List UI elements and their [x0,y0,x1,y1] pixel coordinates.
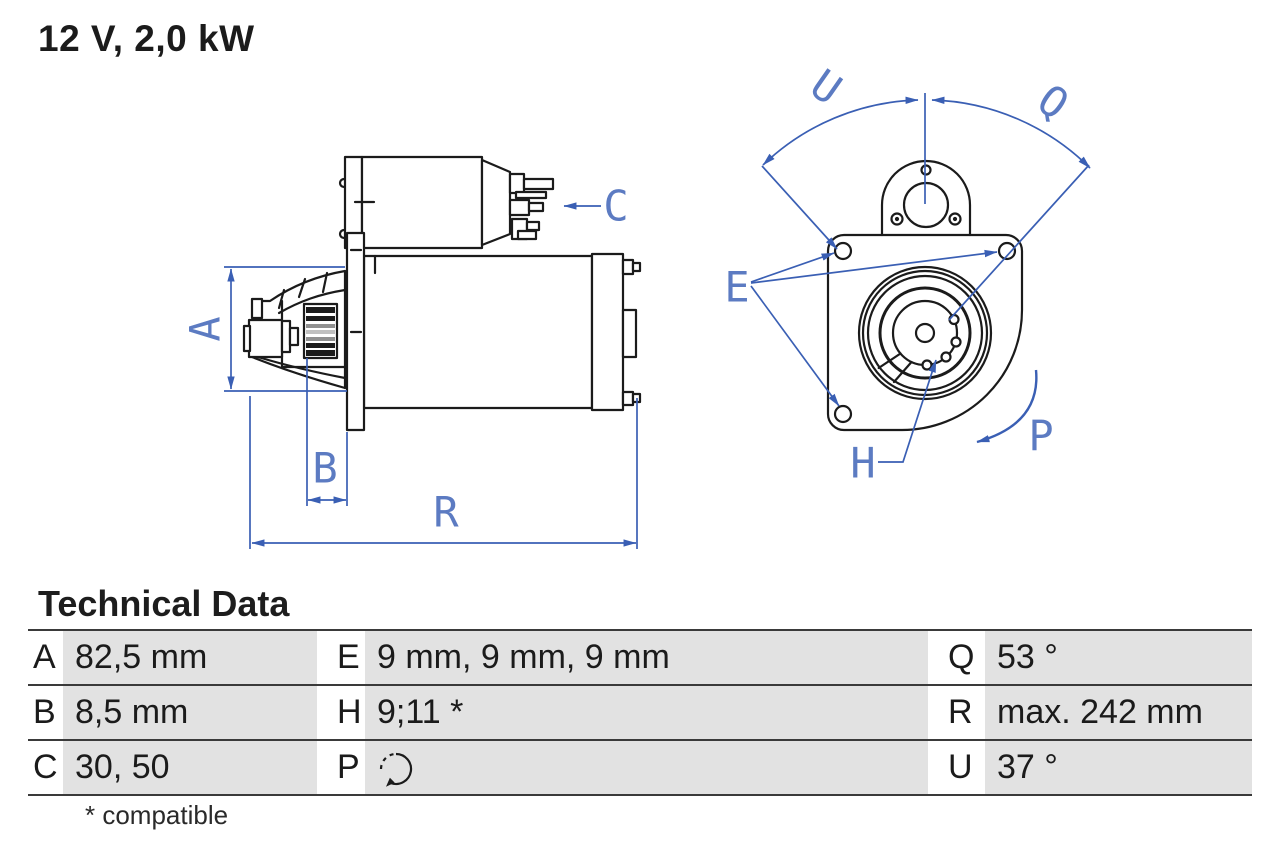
starter-front-view [826,159,1024,432]
footnote: * compatible [85,800,229,830]
spec-value-e: 9 mm, 9 mm, 9 mm [377,638,670,676]
spec-value-h: 9;11 * [377,693,464,731]
table-row: C 30, 50 P U 37 ° [28,741,1252,796]
dimension-label-u: U [802,60,851,115]
spec-value-c: 30, 50 [75,748,170,786]
spec-key-u: U [948,748,973,786]
rotation-direction-arrow [976,369,1038,444]
spec-value-q: 53 ° [997,638,1058,676]
dimension-label-h: H [850,439,875,488]
side-view-dimension-labels: A B R C [181,182,629,537]
dimension-label-e: E [724,263,749,312]
dimension-label-q: Q [1029,75,1078,130]
spec-key-b: B [33,693,56,731]
value-cell-background [985,741,1252,794]
value-cell-background [63,631,317,684]
value-cell-background [985,686,1252,739]
spec-key-c: C [33,748,58,786]
technical-data-heading: Technical Data [38,583,290,624]
table-row: A 82,5 mm E 9 mm, 9 mm, 9 mm Q 53 ° [28,631,1252,686]
value-cell-background [365,741,928,794]
spec-value-b: 8,5 mm [75,693,189,731]
page-title: 12 V, 2,0 kW [38,18,255,59]
technical-drawing: A B R C [181,60,1091,549]
spec-key-e: E [337,638,360,676]
dimension-label-a: A [181,316,230,341]
spec-key-a: A [33,638,56,676]
spec-value-a: 82,5 mm [75,638,208,676]
spec-value-u: 37 ° [997,748,1058,786]
spec-key-h: H [337,693,362,731]
value-cell-background [365,631,928,684]
table-row: B 8,5 mm H 9;11 * R max. 242 mm [28,686,1252,741]
spec-key-q: Q [948,638,975,676]
spec-key-r: R [948,693,973,731]
side-view-dimensions [224,202,638,549]
value-cell-background [63,741,317,794]
starter-side-view [242,155,642,432]
dimension-label-b: B [312,444,337,493]
value-cell-background [985,631,1252,684]
dimension-label-p: P [1028,412,1053,461]
spec-value-r: max. 242 mm [997,693,1203,731]
technical-data-table: A 82,5 mm E 9 mm, 9 mm, 9 mm Q 53 ° B 8,… [28,629,1252,796]
dimension-label-c: C [603,182,628,231]
spec-key-p: P [337,748,360,786]
value-cell-background [365,686,928,739]
counterclockwise-rotation-icon [379,752,413,787]
front-view-dimensions [750,93,1091,463]
value-cell-background [63,686,317,739]
dimension-label-r: R [433,488,459,537]
